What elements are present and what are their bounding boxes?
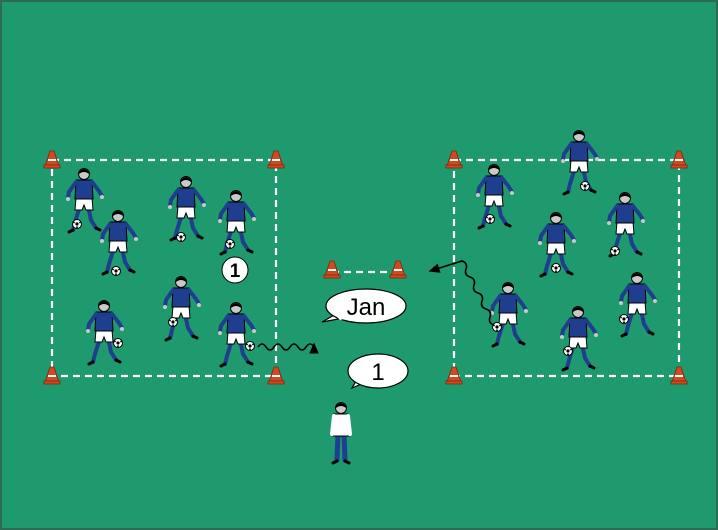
soccer-ball-icon: [168, 317, 178, 327]
soccer-ball-icon: [485, 214, 495, 224]
station-number: 1: [230, 261, 241, 282]
soccer-ball-icon: [551, 263, 561, 273]
station-number-badge: 1: [221, 256, 249, 284]
soccer-ball-icon: [580, 181, 590, 191]
soccer-ball-icon: [619, 314, 629, 324]
soccer-ball-icon: [176, 232, 186, 242]
dribble-path-arrow: [428, 260, 495, 326]
soccer-ball-icon: [111, 266, 121, 276]
soccer-ball-icon: [225, 239, 235, 249]
speech-bubble-name: Jan: [321, 288, 407, 324]
speech-name-text: Jan: [347, 294, 386, 321]
speech-bubble-number: 1: [347, 353, 409, 390]
soccer-ball-icon: [492, 322, 502, 332]
soccer-ball-icon: [563, 346, 573, 356]
soccer-ball-icon: [72, 219, 82, 229]
left-area-boundary: [50, 158, 278, 378]
speech-number-text: 1: [371, 359, 384, 386]
soccer-ball-icon: [245, 341, 255, 351]
soccer-ball-icon: [610, 246, 620, 256]
dribble-path-arrow: [257, 342, 319, 354]
right-area-boundary: [452, 158, 681, 378]
soccer-ball-icon: [113, 338, 123, 348]
